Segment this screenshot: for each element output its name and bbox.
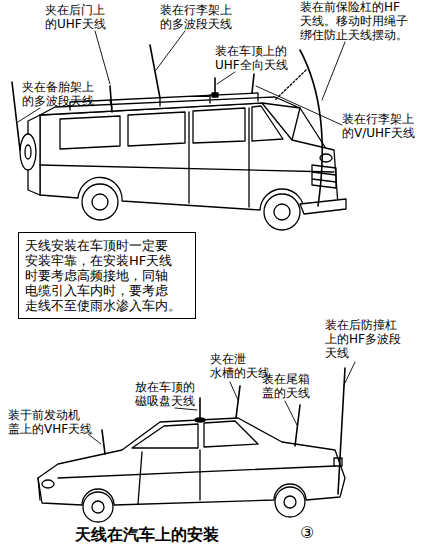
leader-line: [322, 42, 345, 100]
sedan-wheel: [83, 492, 113, 522]
antenna: [102, 430, 105, 454]
leader-line: [95, 31, 110, 84]
sedan-wheel-hub: [92, 501, 104, 513]
hf-whip-antenna: [338, 368, 345, 494]
antenna: [252, 74, 254, 93]
van-bumper: [300, 199, 346, 214]
sedan-side-line: [58, 466, 335, 478]
van-grille: [312, 165, 336, 188]
leader-line: [156, 31, 185, 70]
antenna: [12, 82, 20, 150]
callout-label: 装在车顶上的 UHF全向天线: [215, 44, 301, 72]
callout-label: 装在尾箱 盖的天线: [262, 372, 324, 400]
sedan-headlight: [42, 480, 54, 488]
antenna: [214, 78, 216, 93]
leader-line: [285, 401, 297, 425]
leader-line: [175, 408, 197, 410]
callout-label: 装于前发动机 盖上的VHF天线: [8, 408, 104, 436]
van-window: [193, 108, 245, 143]
leader-line: [230, 382, 238, 400]
callout-label: 装在行李架上 的多波段天线: [160, 3, 246, 31]
van-illustration: [12, 31, 346, 230]
van-door-line: [189, 108, 249, 207]
antenna: [295, 405, 300, 446]
antenna: [150, 45, 160, 98]
van-wheel: [82, 184, 118, 220]
sedan-taillight: [334, 458, 342, 466]
leader-line: [18, 108, 40, 122]
leader-line: [256, 86, 342, 125]
sedan-window: [132, 424, 198, 448]
van-stripe: [40, 165, 334, 172]
leader-line: [217, 72, 235, 84]
sedan-illustration: [38, 362, 355, 522]
spare-tire-hub: [25, 145, 31, 159]
van-window: [252, 106, 283, 141]
van-wheel: [264, 194, 300, 230]
van-wheel-hub: [274, 204, 290, 220]
van-roof-rack: [70, 93, 258, 110]
callout-label: 装在后防撞杠 上的HF多波段 天线: [325, 318, 417, 360]
spare-tire: [20, 134, 36, 170]
antenna: [110, 86, 112, 112]
callout-label: 放在车顶的 磁吸盘天线: [135, 380, 207, 408]
callout-label: 夹在备胎架上 的多波段天线: [22, 80, 104, 108]
figure-caption: 天线在汽车上的安装: [75, 526, 219, 544]
callout-label: 装在前保险杠的HF 天线。移动时用绳子 绑住防止天线摆动。: [300, 0, 420, 42]
sedan-grille: [38, 478, 40, 500]
note-text: 天线安装在车顶时一定要 安装牢靠，在安装HF天线 时要考虑高频接地，同轴 电缆引…: [25, 238, 189, 313]
callout-label: 装在行李架上 的V/UHF天线: [342, 112, 425, 140]
sedan-window: [204, 421, 258, 447]
sedan-door-line: [138, 450, 200, 504]
sedan-wheel: [275, 487, 305, 517]
van-window: [60, 116, 120, 149]
leader-line: [344, 362, 355, 385]
tie-rope: [275, 70, 306, 100]
figure-number: ③: [300, 524, 330, 542]
antenna: [236, 386, 240, 418]
callout-label: 夹在后门上 的UHF天线: [45, 3, 127, 31]
sedan-wheel-hub: [284, 496, 296, 508]
note-box: 天线安装在车顶时一定要 安装牢靠，在安装HF天线 时要考虑高频接地，同轴 电缆引…: [18, 232, 196, 319]
van-wheel-hub: [92, 194, 108, 210]
van-window: [128, 112, 185, 146]
antenna: [199, 398, 201, 420]
